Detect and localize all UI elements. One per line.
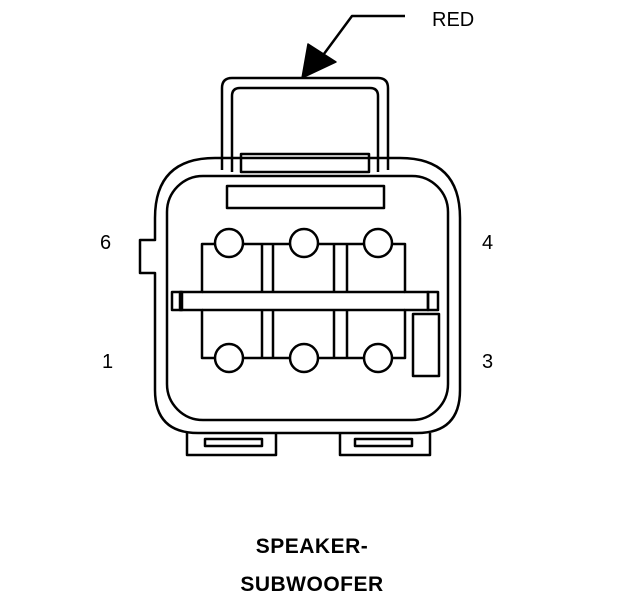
- pin-4-terminal: [362, 227, 394, 259]
- pin-label-3: 3: [482, 351, 494, 373]
- wire-color-label: RED: [432, 9, 475, 31]
- pin-terminals: [213, 227, 394, 374]
- caption-line-2: SUBWOOFER: [240, 573, 384, 596]
- pin-1-terminal: [213, 342, 245, 374]
- connector-key-bar: [225, 184, 386, 210]
- caption-line-1: SPEAKER-: [255, 535, 369, 558]
- pin-2-terminal: [288, 342, 320, 374]
- connector-housing-inner: [165, 174, 450, 422]
- pin-label-6: 6: [100, 232, 112, 254]
- bottom-lock-rails: [185, 433, 432, 457]
- cavity-dividers: [202, 244, 405, 358]
- cavity-block: [178, 242, 430, 360]
- pin-3-terminal: [362, 342, 394, 374]
- pin-6-terminal: [213, 227, 245, 259]
- pin-label-1: 1: [102, 351, 114, 373]
- side-tab-left: [170, 290, 184, 312]
- pin-label-4: 4: [482, 232, 494, 254]
- connector-latch: [220, 76, 390, 174]
- connector-housing-outer: [138, 156, 462, 435]
- side-tab-right: [426, 290, 440, 312]
- polarization-key: [411, 312, 441, 378]
- color-leader-arrow: [301, 14, 405, 79]
- pin-5-terminal: [288, 227, 320, 259]
